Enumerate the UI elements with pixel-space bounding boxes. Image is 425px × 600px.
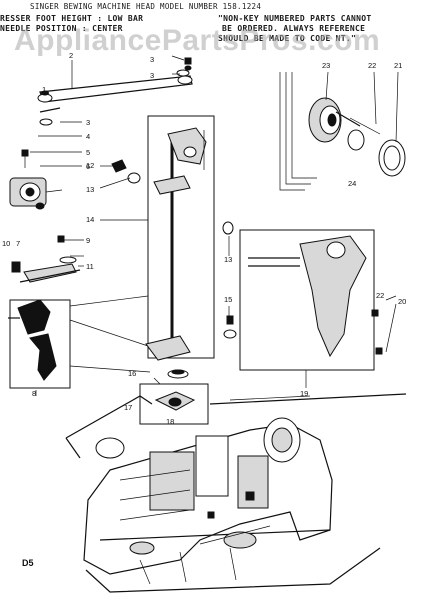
needle-bar-assembly (145, 115, 215, 361)
part-label: 22 (368, 61, 376, 70)
ordering-note-line2: BE ORDERED. ALWAYS REFERENCE (222, 24, 366, 33)
needle-clamp-part (9, 177, 63, 210)
ordering-note-line3: SHOULD BE MADE TO CODE NT." (218, 34, 357, 43)
part-label: 8 (32, 389, 36, 398)
part-label: 13 (224, 255, 232, 264)
part-label: 3 (150, 71, 154, 80)
part-label: 11 (86, 262, 94, 271)
part-label: 21 (394, 61, 402, 70)
thread-guide-assembly (139, 383, 209, 425)
needle-position-note: NEEDLE POSITION : CENTER (0, 24, 123, 33)
part-label: 16 (128, 369, 136, 378)
part-label: 3 (150, 55, 154, 64)
part-label: 10 (2, 239, 10, 248)
bushing-part (167, 369, 189, 379)
model-header: SINGER BEWING MACHINE HEAD MODEL NUMBER … (30, 2, 262, 11)
small-parts (111, 159, 237, 339)
part-label: 2 (69, 51, 73, 60)
presser-foot-parts (8, 235, 81, 389)
part-number-labels: 1 2 3 3 3 4 5 6 7 8 9 10 11 12 13 13 14 … (2, 51, 406, 426)
part-label: 19 (300, 389, 308, 398)
part-label: 5 (86, 148, 90, 157)
part-label: 4 (86, 132, 90, 141)
part-label: 13 (86, 185, 94, 194)
part-label: 22 (376, 291, 384, 300)
page-code: D5 (22, 558, 34, 568)
part-label: 6 (86, 162, 90, 171)
ordering-note-line1: "NON-KEY NUMBERED PARTS CANNOT (218, 14, 372, 23)
screw-part (21, 149, 29, 168)
part-label: 1 (42, 85, 46, 94)
part-label: 3 (86, 118, 90, 127)
part-label: 15 (224, 295, 232, 304)
part-label: 24 (348, 179, 356, 188)
part-label: 14 (86, 215, 94, 224)
part-label: 17 (124, 403, 132, 412)
part-label: 12 (86, 161, 94, 170)
link-bar-part (37, 57, 193, 126)
part-label: 9 (86, 236, 90, 245)
machine-head-body (65, 393, 407, 593)
presser-foot-height-note: RESSER FOOT HEIGHT : LOW BAR (0, 14, 144, 23)
part-label: 18 (166, 417, 174, 426)
part-label: 7 (16, 239, 20, 248)
handwheel-assembly (279, 72, 406, 191)
leader-lines (30, 55, 399, 396)
part-label: 20 (398, 297, 406, 306)
bobbin-winder-assembly (239, 229, 397, 371)
part-label: 23 (322, 61, 330, 70)
